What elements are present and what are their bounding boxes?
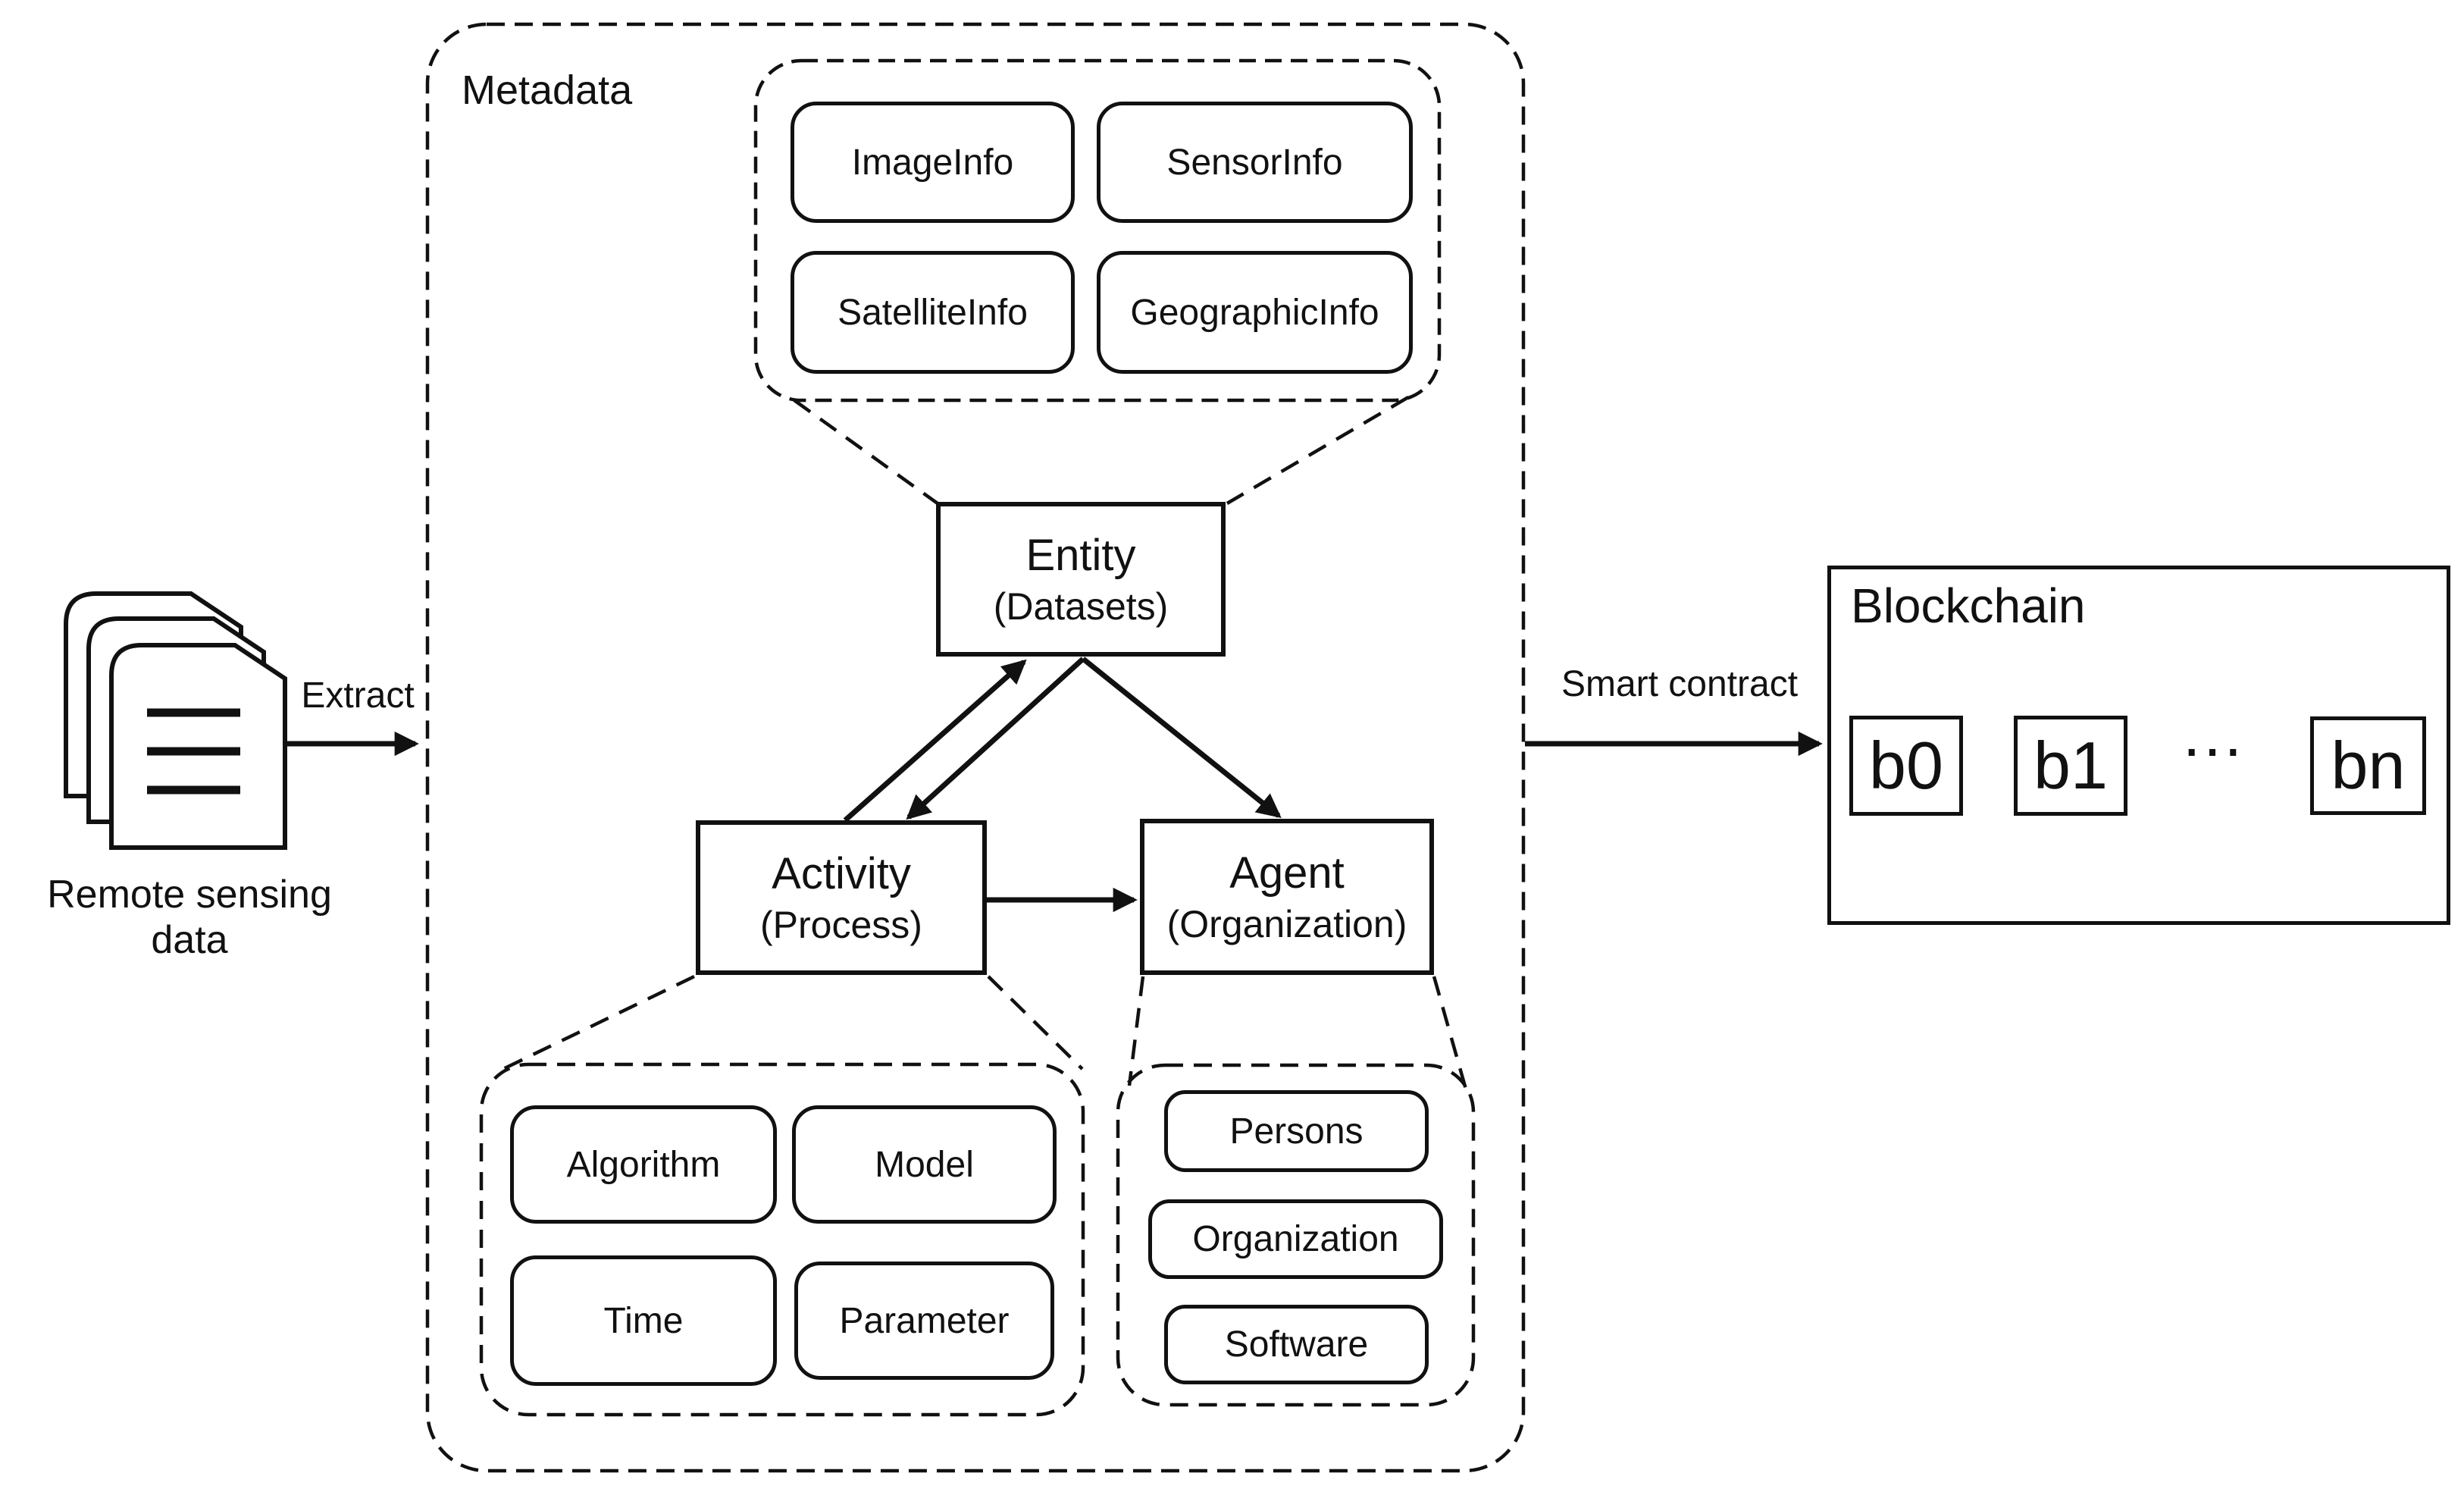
extract-label: Extract [301,675,415,716]
chain-ellipsis: ... [2182,698,2245,770]
agent-to-detail-funnel-left [1127,976,1145,1086]
activity-detail-label: Algorithm [566,1144,721,1185]
activity-to-entity-arrow [843,659,1027,823]
activity-detail-time: Time [510,1255,777,1386]
smart-contract-label: Smart contract [1561,663,1799,704]
entity-to-activity-arrow [906,657,1085,820]
entity-subtitle: (Datasets) [993,585,1169,628]
agent-subtitle: (Organization) [1166,903,1407,945]
activity-detail-model: Model [792,1105,1057,1224]
agent-node: Agent (Organization) [1140,819,1434,975]
block-b1: b1 [2014,716,2127,816]
metadata-label: Metadata [462,67,633,113]
info-box-label: SensorInfo [1166,142,1343,183]
block-label: b1 [2034,728,2108,803]
info-to-entity-funnel-left [793,399,939,505]
agent-detail-label: Organization [1192,1219,1399,1259]
block-bn: bn [2310,716,2426,815]
info-box-geographicinfo: GeographicInfo [1097,251,1413,374]
activity-node: Activity (Process) [696,820,987,975]
activity-to-detail-funnel-right [987,975,1084,1070]
metadata-container [425,22,1526,1473]
remote-sensing-data-label: Remote sensing data [47,873,332,962]
agent-title: Agent [1229,848,1345,898]
block-b0: b0 [1849,716,1963,816]
document-page-front [109,643,287,850]
agent-detail-persons: Persons [1164,1090,1429,1172]
agent-detail-container [1116,1063,1476,1407]
blockchain-title: Blockchain [1851,578,2086,633]
agent-to-detail-funnel-right [1432,976,1469,1092]
info-box-satelliteinfo: SatelliteInfo [791,251,1075,374]
block-label: bn [2331,728,2406,803]
entity-title: Entity [1025,531,1136,580]
entity-node: Entity (Datasets) [936,502,1226,657]
activity-detail-parameter: Parameter [794,1262,1054,1380]
activity-detail-container [479,1062,1085,1417]
info-box-sensorinfo: SensorInfo [1097,102,1413,223]
activity-subtitle: (Process) [760,904,922,946]
activity-detail-algorithm: Algorithm [510,1105,777,1224]
entity-to-agent-arrow [1081,657,1282,819]
agent-detail-organization: Organization [1148,1199,1443,1279]
activity-detail-label: Model [875,1144,974,1185]
agent-detail-label: Persons [1229,1111,1363,1152]
agent-detail-label: Software [1224,1324,1369,1365]
info-box-label: SatelliteInfo [838,292,1028,333]
info-box-label: GeographicInfo [1130,292,1379,333]
activity-to-detail-funnel-left [503,974,695,1071]
activity-detail-label: Parameter [839,1300,1010,1341]
info-box-imageinfo: ImageInfo [791,102,1075,223]
metadata-info-group-container [753,58,1442,403]
activity-title: Activity [772,849,911,898]
activity-detail-label: Time [603,1300,684,1341]
block-label: b0 [1869,728,1943,803]
info-to-entity-funnel-right [1226,396,1410,505]
document-stack-icon [64,591,287,850]
agent-detail-software: Software [1164,1305,1429,1384]
info-box-label: ImageInfo [851,142,1014,183]
